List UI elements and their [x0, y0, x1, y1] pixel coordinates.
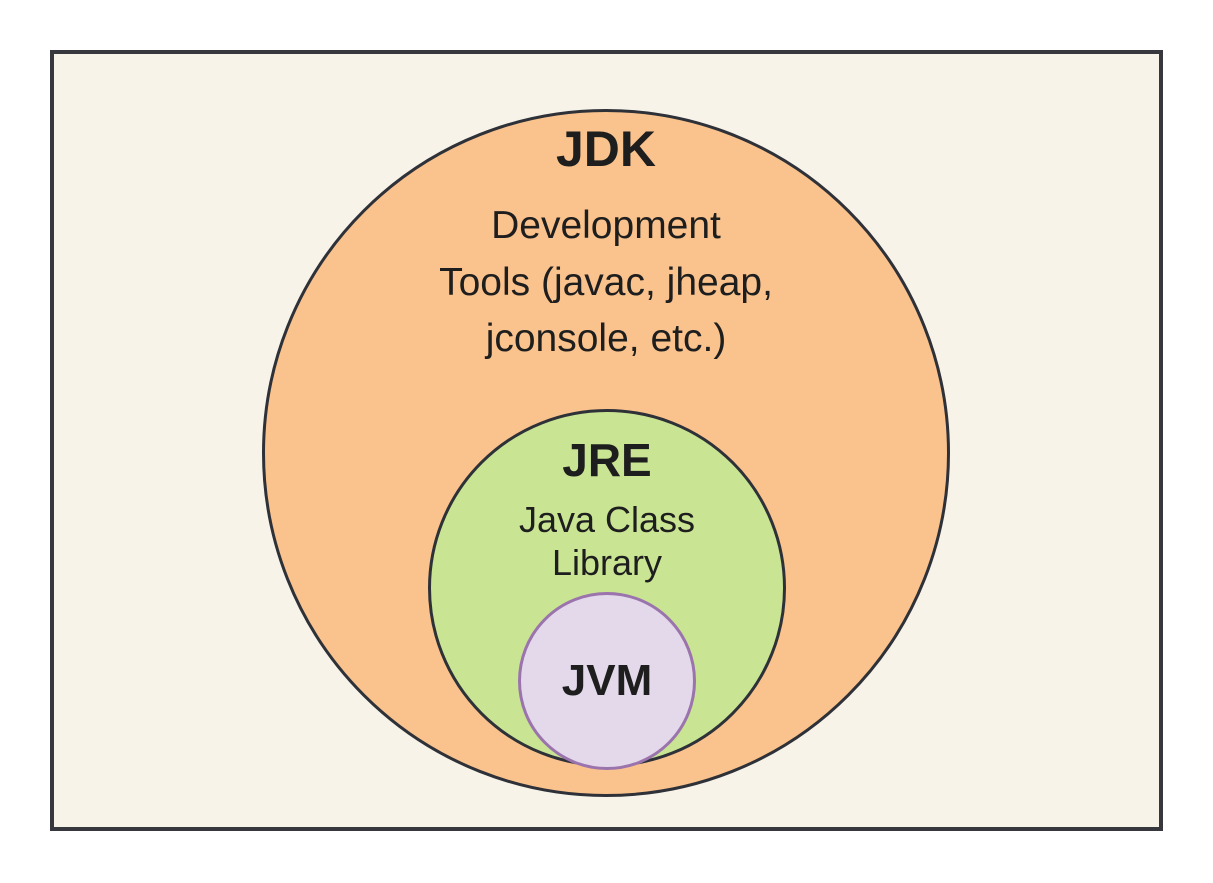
jre-description-line-2: Library — [551, 542, 663, 583]
jvm-circle — [518, 592, 696, 770]
jvm-label: JVM — [561, 656, 653, 705]
jdk-description-line-2: Tools (javac, jheap, — [439, 261, 773, 304]
jre-description-line-1: Java Class — [518, 499, 696, 540]
jdk-label: JDK — [555, 121, 657, 177]
jdk-description-line-3: jconsole, etc.) — [485, 317, 727, 360]
jdk-description-line-1: Development — [491, 204, 721, 247]
jre-label: JRE — [562, 434, 652, 486]
